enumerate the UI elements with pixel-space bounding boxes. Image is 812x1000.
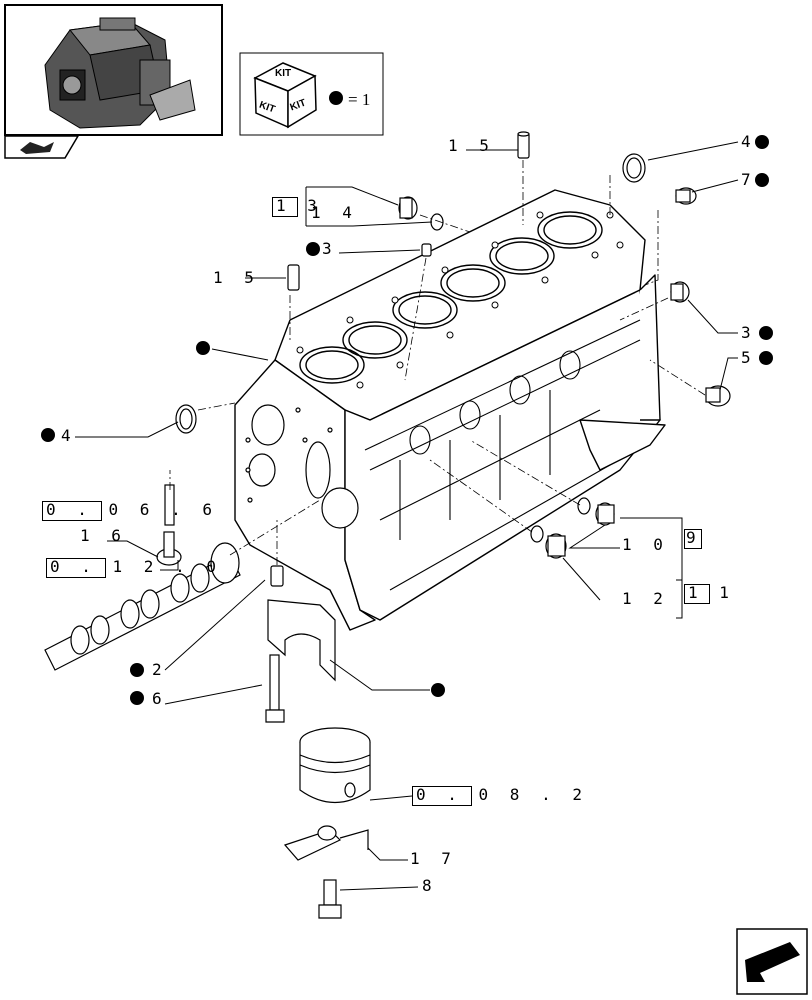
front-face-details [245, 404, 359, 529]
ref-0120-label[interactable]: 0 . 1 2 . 0 [50, 557, 222, 576]
part-11-plug[interactable] [530, 525, 567, 559]
part-13-plug[interactable] [398, 196, 418, 220]
reference-dots [41, 91, 773, 705]
side-face-details [364, 319, 641, 591]
part-3-left-dowel[interactable] [421, 243, 432, 257]
callout-7[interactable]: 7 [741, 170, 757, 189]
part-5-plug[interactable] [705, 385, 731, 407]
callout-16[interactable]: 1 6 [80, 526, 127, 545]
callout-9-box [684, 529, 702, 549]
callout-8[interactable]: 8 [422, 876, 438, 895]
callout-17[interactable]: 1 7 [410, 849, 457, 868]
callout-13[interactable]: 1 3 [276, 196, 323, 215]
part-6-bolt[interactable] [265, 654, 285, 723]
part-8-bolt[interactable] [318, 879, 342, 919]
ref-0066-label[interactable]: 0 . 0 6 . 6 [46, 500, 218, 519]
part-4-top-seal[interactable] [622, 153, 646, 183]
callout-5[interactable]: 5 [741, 348, 757, 367]
assembly-lines [169, 160, 706, 565]
callout-14[interactable]: 1 4 [311, 203, 358, 222]
part-2-dowel[interactable] [270, 565, 284, 587]
kit-label-top: KIT [275, 68, 292, 79]
part-4-left-seal[interactable] [175, 404, 197, 434]
ref-0082-label[interactable]: 0 . 0 8 . 2 [416, 785, 588, 804]
kit-legend [239, 52, 384, 136]
part-3-right-plug[interactable] [670, 281, 690, 303]
kit-quantity-text: = 1 [348, 90, 371, 109]
callout-13-box [272, 197, 298, 217]
camshaft[interactable] [44, 542, 241, 671]
part-9-plug[interactable] [577, 497, 615, 526]
part-15-top-pin[interactable] [517, 131, 530, 159]
callout-4-top-right[interactable]: 4 [741, 132, 757, 151]
ref-0082-box [412, 786, 472, 806]
ref-0066-box [42, 501, 102, 521]
part-17-oil-jet[interactable] [283, 825, 369, 861]
callout-15-top[interactable]: 1 5 [448, 136, 495, 155]
deck-holes [296, 211, 624, 389]
callout-10[interactable]: 1 0 [622, 535, 669, 554]
piston[interactable] [299, 727, 371, 803]
part-16-bolt[interactable] [156, 484, 182, 566]
engine-thumbnail[interactable] [4, 4, 223, 136]
callout-3-left[interactable]: 3 [322, 239, 338, 258]
callout-2[interactable]: 2 [152, 660, 168, 679]
callout-11-box [684, 584, 710, 604]
leader-lines [75, 141, 739, 891]
next-page-arrow-icon[interactable] [736, 928, 808, 995]
kit-cube-icon [253, 62, 317, 129]
callout-3-right[interactable]: 3 [741, 323, 757, 342]
navigation-arrow-icon[interactable] [4, 135, 80, 159]
callout-11[interactable]: 1 1 [688, 583, 735, 602]
callout-15-left[interactable]: 1 5 [213, 268, 260, 287]
part-7-plug[interactable] [675, 187, 697, 205]
callout-4-left[interactable]: 4 [61, 426, 77, 445]
callout-9[interactable]: 9 [686, 528, 702, 547]
cylinder-bores [299, 211, 603, 384]
callout-12[interactable]: 1 2 [622, 589, 669, 608]
part-15-left-pin[interactable] [287, 264, 300, 291]
ref-0120-box [46, 558, 106, 578]
main-bearing-cap[interactable] [267, 599, 336, 682]
callout-6[interactable]: 6 [152, 689, 168, 708]
